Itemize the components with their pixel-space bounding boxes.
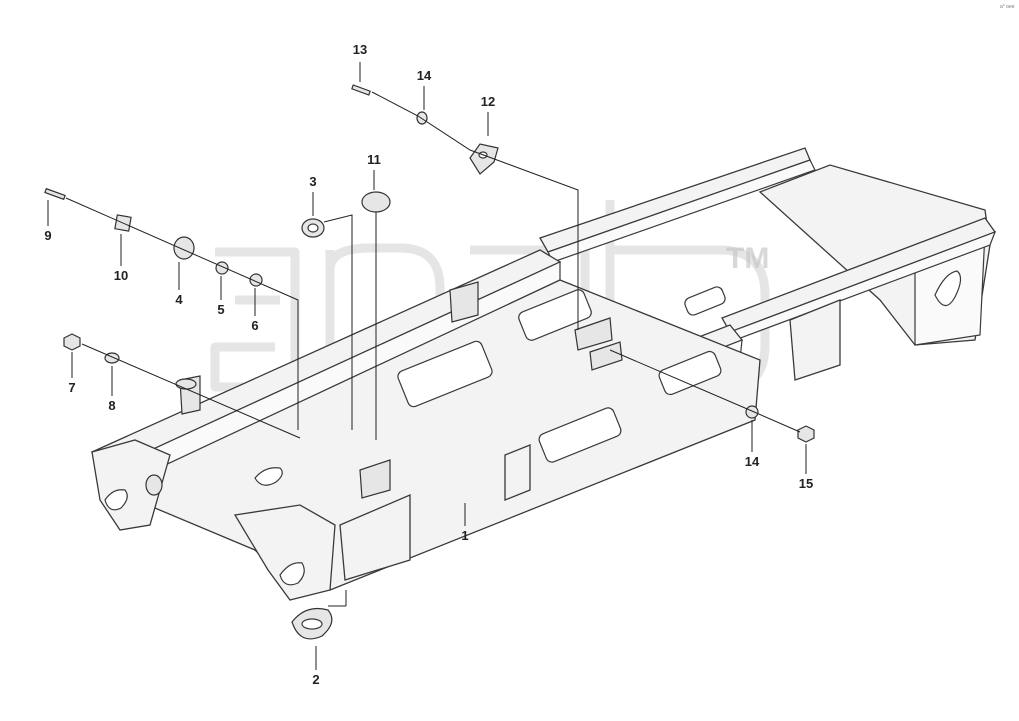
callout-8: 8 bbox=[108, 398, 115, 413]
rubber-pad-part-11 bbox=[361, 191, 391, 213]
callout-3: 3 bbox=[309, 174, 316, 189]
washer-part-14-right bbox=[745, 405, 759, 419]
leader-lines bbox=[47, 62, 807, 670]
bolt-part-9 bbox=[44, 187, 66, 201]
corner-code: a° oee bbox=[1000, 4, 1015, 10]
callout-1: 1 bbox=[461, 528, 468, 543]
callout-13: 13 bbox=[353, 42, 367, 57]
main-frame bbox=[90, 147, 997, 601]
spacer-part-4 bbox=[173, 236, 195, 260]
callout-2: 2 bbox=[312, 672, 319, 687]
callout-14-right: 14 bbox=[745, 454, 760, 469]
callouts: 1 2 3 4 5 6 7 8 9 10 11 12 13 14 14 15 bbox=[44, 42, 813, 687]
callout-12: 12 bbox=[481, 94, 495, 109]
callout-11: 11 bbox=[367, 152, 381, 167]
callout-14-top: 14 bbox=[417, 68, 432, 83]
watermark-tm: TM bbox=[726, 242, 769, 275]
callout-15: 15 bbox=[799, 476, 813, 491]
callout-9: 9 bbox=[44, 228, 51, 243]
callout-5: 5 bbox=[217, 302, 224, 317]
callout-10: 10 bbox=[114, 268, 128, 283]
callout-6: 6 bbox=[251, 318, 258, 333]
callout-7: 7 bbox=[68, 380, 75, 395]
nut-part-15 bbox=[797, 425, 815, 443]
washer-part-14-top bbox=[416, 111, 428, 125]
callout-4: 4 bbox=[175, 292, 183, 307]
lug-plate-part-12 bbox=[469, 143, 499, 175]
bolt-part-13 bbox=[351, 84, 371, 96]
nut-part-7 bbox=[63, 333, 81, 351]
exploded-parts bbox=[44, 84, 815, 640]
